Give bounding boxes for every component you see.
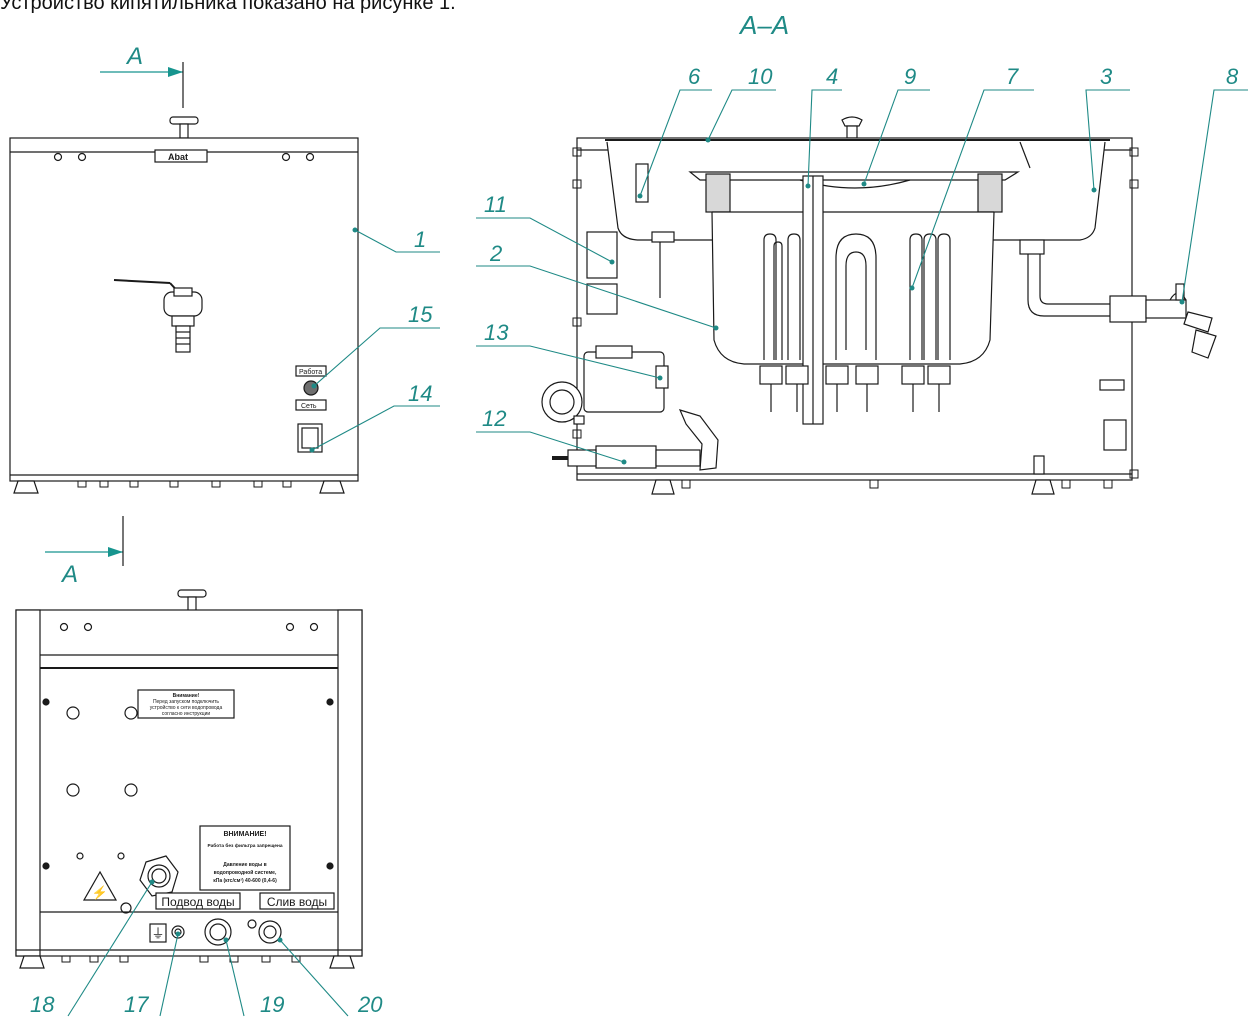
water-inlet-fitting (204, 918, 232, 946)
indicator-label-bottom-text: Сеть (301, 403, 317, 410)
ground-symbol: ⏚ (151, 926, 164, 941)
rear-view: Внимание! Перед запуском подключить устр… (15, 589, 363, 969)
warning-small-2: устройство к сети водопровода (150, 704, 223, 711)
section-letter-top: А (125, 43, 143, 70)
warning-line-0: Работа без фильтра запрещена (207, 842, 282, 849)
water-drain-label: Слив воды (267, 895, 327, 909)
warning-plate-large (199, 825, 291, 891)
callout-11: 11 (484, 192, 507, 217)
callout-3: 3 (1100, 64, 1113, 89)
warning-title: ВНИМАНИЕ! (223, 831, 266, 838)
front-view: А А Abat (9, 43, 359, 588)
power-indicator (303, 380, 319, 396)
warning-small-3: согласно инструкции (162, 711, 211, 717)
section-arrow-bottom: А (45, 516, 124, 588)
filter-left (705, 173, 731, 213)
warning-small-0: Внимание! (173, 693, 200, 699)
indicator-label-top-text: Работа (299, 368, 322, 376)
ground-plate (149, 923, 167, 943)
callout-19: 19 (260, 992, 284, 1017)
drain-tap (113, 279, 203, 353)
caption-fragment: Устройство кипятильника показано на рису… (0, 0, 456, 14)
section-view (541, 116, 1217, 495)
warning-small-1: Перед запуском подключить (153, 699, 219, 705)
water-inlet-label: Подвод воды (161, 895, 234, 909)
indicator-label-top (295, 365, 327, 377)
brand-plate-text: Abat (168, 152, 188, 162)
callout-9: 9 (904, 64, 916, 89)
callout-10: 10 (748, 64, 773, 89)
callout-1: 1 (414, 227, 426, 252)
callout-15: 15 (408, 302, 433, 327)
lid-knob (169, 116, 199, 139)
water-drain-plate (259, 892, 335, 910)
callout-4: 4 (826, 64, 838, 89)
callout-numbers: 1 2 3 4 6 7 8 9 10 11 12 13 14 15 17 18 … (30, 64, 1239, 1017)
warning-plate-small (137, 689, 235, 719)
callout-20: 20 (357, 992, 383, 1017)
callout-8: 8 (1226, 64, 1239, 89)
warning-line-3: кПа (кгс/см²) 40-600 (0,4-6) (213, 878, 277, 884)
section-title: А–А (738, 10, 789, 40)
section-letter-bottom: А (60, 561, 78, 588)
water-inlet-plate (155, 892, 241, 910)
callout-18: 18 (30, 992, 55, 1017)
heating-elements (759, 233, 951, 412)
indicator-label-bottom (295, 399, 327, 411)
callout-6: 6 (688, 64, 701, 89)
brand-plate (154, 149, 208, 163)
leader-dots (149, 137, 1185, 943)
warning-line-1: Давление воды в (223, 862, 266, 868)
callout-13: 13 (484, 320, 509, 345)
callout-12: 12 (482, 406, 506, 431)
section-arrow-top: А (100, 43, 184, 108)
callout-14: 14 (408, 381, 432, 406)
ground-terminal (171, 925, 185, 939)
callout-7: 7 (1006, 64, 1019, 89)
water-drain-fitting (258, 920, 282, 944)
high-voltage-icon (82, 870, 118, 901)
callout-2: 2 (489, 241, 502, 266)
high-voltage-symbol: ⚡ (92, 885, 108, 901)
filter-right (977, 173, 1003, 213)
warning-line-2: водопроводной системе, (214, 869, 277, 876)
callout-17: 17 (124, 992, 149, 1017)
leader-lines (67, 89, 1248, 1017)
